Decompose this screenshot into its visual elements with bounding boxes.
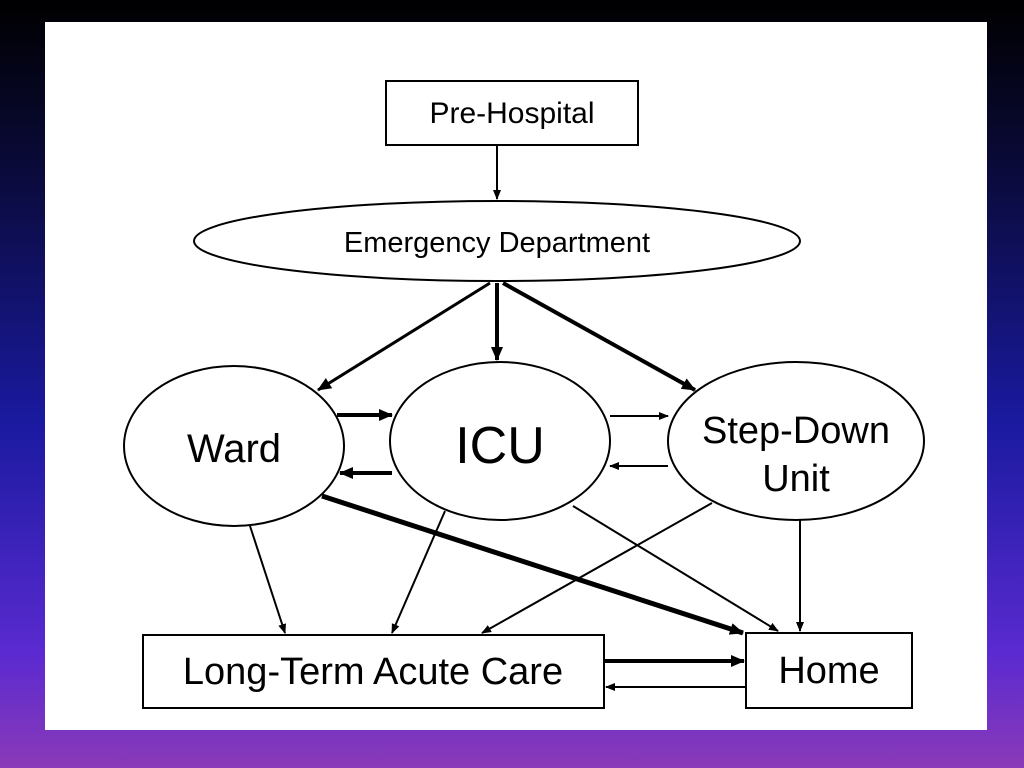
emergency-department-ellipse [193, 200, 801, 282]
step-down-label-line2: Unit [762, 458, 830, 500]
arrow-icu-to-home [572, 505, 779, 632]
long-term-acute-care-box [142, 634, 605, 709]
arrow-ed-to-ward [317, 281, 491, 392]
pre-hospital-label: Pre-Hospital [429, 97, 594, 130]
step-down-unit-ellipse [667, 361, 925, 521]
home-label: Home [778, 650, 879, 692]
ward-label: Ward [187, 427, 281, 471]
emergency-department-label: Emergency Department [344, 227, 650, 259]
home-box [745, 632, 913, 709]
arrow-ward-to-ltac [249, 525, 287, 634]
step-down-label-line1: Step-Down [702, 410, 890, 452]
pre-hospital-box [385, 80, 639, 146]
ward-ellipse [123, 365, 345, 527]
icu-ellipse [389, 361, 611, 521]
icu-label: ICU [455, 417, 545, 475]
long-term-acute-care-label: Long-Term Acute Care [183, 651, 563, 693]
arrow-ward-to-home [321, 493, 744, 636]
arrow-step-down-to-ltac [481, 502, 713, 634]
arrow-icu-to-ltac [391, 510, 446, 634]
arrow-ed-to-step-down [502, 281, 696, 392]
